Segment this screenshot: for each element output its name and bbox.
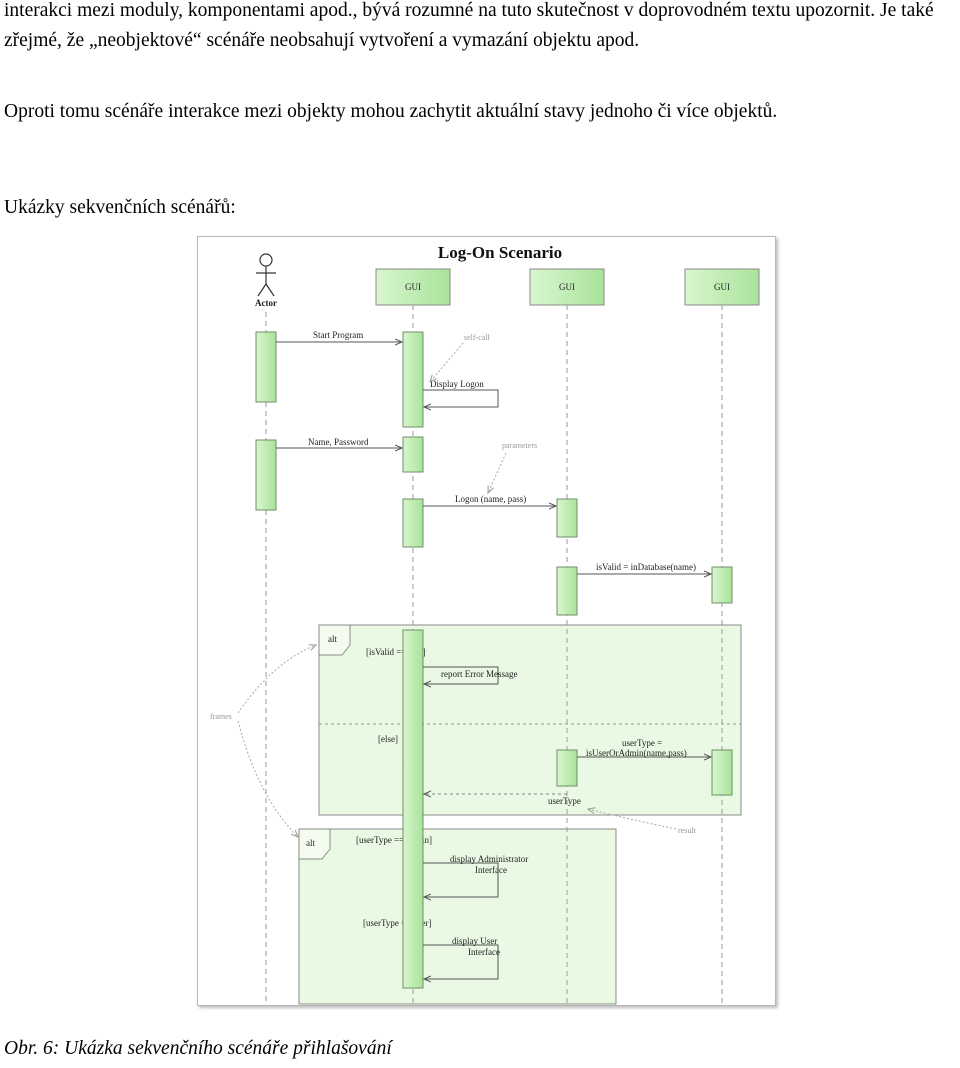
message-usertype-label-2: isUserOrAdmin(name,pass) [586, 748, 687, 758]
message-return-usertype-label: userType [548, 796, 581, 806]
note-self-call: self-call [464, 333, 491, 342]
object-scenario-paragraph: Oproti tomu scénáře interakce mezi objek… [4, 101, 778, 122]
gui-lifeline-box-3 [684, 268, 760, 306]
activation-bars [255, 331, 733, 989]
section-heading: Ukázky sekvenčních scénářů: [4, 197, 236, 218]
note-result: result [678, 826, 697, 835]
message-display-logon-label: Display Logon [430, 379, 484, 389]
alt-frame-2 [298, 828, 617, 1005]
message-display-user-label-2: Interface [468, 947, 500, 957]
gui-lifeline-label-3: GUI [714, 282, 730, 292]
actor-label: Actor [255, 298, 277, 308]
alt-frame-1 [318, 624, 742, 816]
message-name-password-label: Name, Password [308, 437, 369, 447]
message-report-error-label: report Error Message [441, 669, 517, 679]
gui-lifeline-label-2: GUI [559, 282, 575, 292]
message-display-logon [423, 389, 499, 407]
note-frames: frames [210, 712, 232, 721]
message-display-admin-label-1: display Administrator [450, 854, 528, 864]
message-report-error [423, 666, 499, 684]
message-display-user-label-1: display User [452, 936, 497, 946]
guard-isvalid: [isValid == true] [366, 647, 426, 657]
note-parameters: parameters [502, 441, 537, 450]
message-display-user [423, 944, 499, 979]
gui-lifeline-box-2 [529, 268, 605, 306]
lifelines [265, 305, 723, 1005]
message-logon-label: Logon (name, pass) [455, 494, 526, 504]
note-frames-arrows [237, 645, 316, 837]
gui-lifeline-label-1: GUI [405, 282, 421, 292]
message-display-admin-label-2: Interface [475, 865, 507, 875]
message-display-admin [423, 862, 499, 897]
message-start-program-label: Start Program [313, 330, 363, 340]
guard-else: [else] [378, 734, 398, 744]
note-parameters-arrow [488, 452, 507, 493]
message-usertype-label-1: userType = [622, 738, 662, 748]
actor-icon [256, 253, 276, 297]
intro-paragraph: interakci mezi moduly, komponentami apod… [4, 0, 934, 51]
note-result-arrow [588, 809, 677, 830]
note-self-call-arrow [430, 342, 464, 382]
guard-admin: [userType == admin] [356, 835, 432, 845]
sequence-diagram: Log-On Scenario Actor GUI GUI GUI alt [i… [210, 243, 760, 1005]
alt-frame-2-label: alt [306, 838, 315, 848]
figure-caption: Obr. 6: Ukázka sekvenčního scénáře přihl… [4, 1038, 392, 1059]
alt-frame-1-label: alt [328, 634, 337, 644]
diagram-title: Log-On Scenario [438, 243, 562, 262]
guard-user: [userType == user] [363, 918, 432, 928]
gui-lifeline-box-1 [375, 268, 451, 306]
sequence-diagram-figure: Log-On Scenario Actor GUI GUI GUI alt [i… [197, 236, 776, 1006]
message-isvalid-label: isValid = inDatabase(name) [596, 562, 696, 572]
